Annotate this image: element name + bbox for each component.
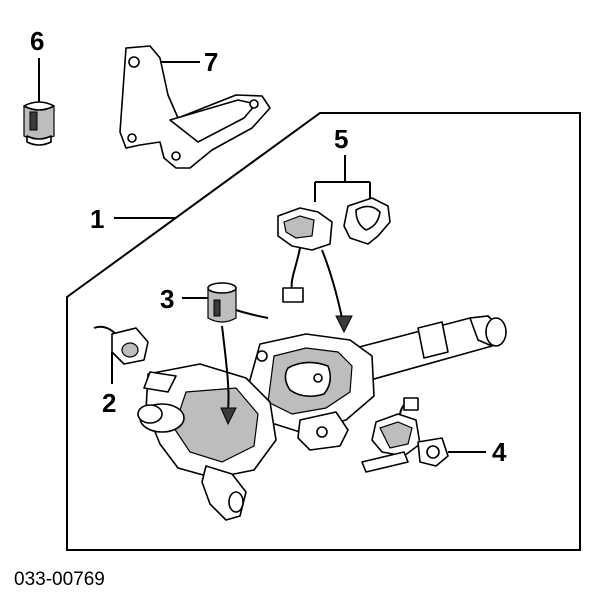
part-5-combination-switch [277, 155, 391, 334]
part-4-switch-assembly [361, 397, 486, 473]
callout-3: 3 [160, 284, 174, 314]
callout-4: 4 [492, 437, 507, 467]
part-2-switch [93, 325, 149, 384]
part-7-bracket [119, 45, 271, 169]
callout-2: 2 [102, 388, 116, 418]
callout-7: 7 [204, 47, 218, 77]
assembly-boundary [66, 112, 581, 551]
part-3-solenoid [182, 282, 269, 426]
figure-number: 033-00769 [14, 569, 105, 590]
callout-6: 6 [30, 26, 44, 56]
callout-1: 1 [90, 204, 104, 234]
callout-5: 5 [334, 124, 348, 154]
part-1-steering-column [137, 315, 507, 521]
part-6-key-cylinder [23, 58, 55, 146]
